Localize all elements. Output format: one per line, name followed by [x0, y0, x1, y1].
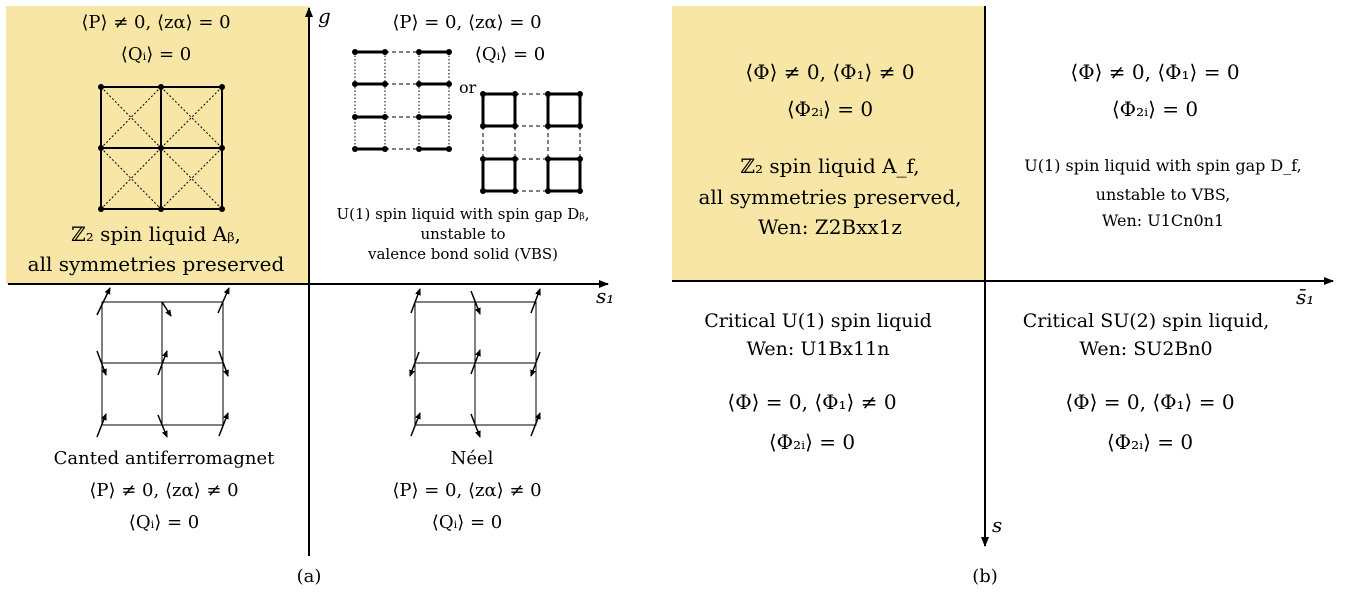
neel-spin-lattice — [409, 288, 541, 438]
b-tr-order-params: ⟨Φ⟩ ≠ 0, ⟨Φ₁⟩ = 0 — [1070, 60, 1240, 84]
b-br-order-params: ⟨Φ⟩ = 0, ⟨Φ₁⟩ = 0 — [1065, 390, 1235, 414]
b-tl-phase-desc: all symmetries preserved, — [698, 185, 962, 209]
a-bl-order-params: ⟨P⟩ ≠ 0, ⟨zα⟩ ≠ 0 — [89, 480, 239, 501]
b-bl-phi2-param: ⟨Φ₂ᵢ⟩ = 0 — [768, 430, 856, 454]
b-tl-phi2-param: ⟨Φ₂ᵢ⟩ = 0 — [786, 97, 874, 121]
b-tl-order-params: ⟨Φ⟩ ≠ 0, ⟨Φ₁⟩ ≠ 0 — [745, 60, 915, 84]
panel-b-x-axis-label: s̄₁ — [1296, 285, 1315, 309]
a-tr-q-param: ⟨Qᵢ⟩ = 0 — [474, 44, 546, 65]
b-br-wen-label: Wen: SU2Bn0 — [1079, 338, 1213, 360]
panel-b-highlight — [672, 6, 985, 281]
a-tl-phase-name: ℤ₂ spin liquid Aᵦ, — [71, 222, 241, 246]
panel-b-axes — [672, 6, 1334, 547]
panel-a-caption: (a) — [296, 566, 322, 587]
a-tr-phase-name: U(1) spin liquid with spin gap Dᵦ, — [336, 205, 590, 223]
b-tr-phase-name: U(1) spin liquid with spin gap D_f, — [1024, 156, 1302, 175]
a-tl-phase-desc: all symmetries preserved — [27, 252, 285, 276]
panel-a-y-axis-label: g — [318, 4, 331, 28]
b-tr-phase-desc: unstable to VBS, — [1095, 185, 1231, 204]
b-br-phase-name: Critical SU(2) spin liquid, — [1022, 310, 1270, 332]
panel-a-axes — [8, 7, 609, 556]
z2-lattice — [98, 84, 225, 212]
panel-b-caption: (b) — [972, 566, 998, 587]
a-br-order-params: ⟨P⟩ = 0, ⟨zα⟩ ≠ 0 — [392, 480, 542, 501]
a-bl-q-param: ⟨Qᵢ⟩ = 0 — [128, 512, 200, 533]
b-tr-phi2-param: ⟨Φ₂ᵢ⟩ = 0 — [1111, 97, 1199, 121]
a-tl-q-param: ⟨Qᵢ⟩ = 0 — [120, 44, 192, 65]
b-tl-wen-label: Wen: Z2Bxx1z — [758, 215, 902, 239]
vbs-columnar-lattice — [352, 49, 452, 152]
a-tr-order-params: ⟨P⟩ = 0, ⟨zα⟩ = 0 — [392, 12, 542, 33]
a-br-phase-name: Néel — [450, 448, 494, 469]
b-bl-order-params: ⟨Φ⟩ = 0, ⟨Φ₁⟩ ≠ 0 — [727, 390, 897, 414]
b-bl-wen-label: Wen: U1Bx11n — [746, 338, 890, 360]
canted-spin-lattice — [96, 287, 230, 438]
a-br-q-param: ⟨Qᵢ⟩ = 0 — [431, 512, 503, 533]
b-tl-phase-name: ℤ₂ spin liquid A_f, — [740, 154, 920, 178]
b-bl-phase-name: Critical U(1) spin liquid — [704, 310, 932, 332]
vbs-plaquette-lattice — [480, 91, 583, 194]
a-tr-or-label: or — [459, 78, 477, 97]
b-br-phi2-param: ⟨Φ₂ᵢ⟩ = 0 — [1106, 430, 1194, 454]
b-tr-wen-label: Wen: U1Cn0n1 — [1101, 211, 1225, 230]
panel-a-x-axis-label: s₁ — [596, 284, 615, 308]
panel-b-y-axis-label: s — [992, 513, 1003, 537]
a-bl-phase-name: Canted antiferromagnet — [53, 448, 275, 469]
a-tl-order-params: ⟨P⟩ ≠ 0, ⟨zα⟩ = 0 — [81, 12, 231, 33]
a-tr-phase-vbs: valence bond solid (VBS) — [368, 245, 558, 263]
a-tr-phase-desc: unstable to — [420, 225, 506, 243]
